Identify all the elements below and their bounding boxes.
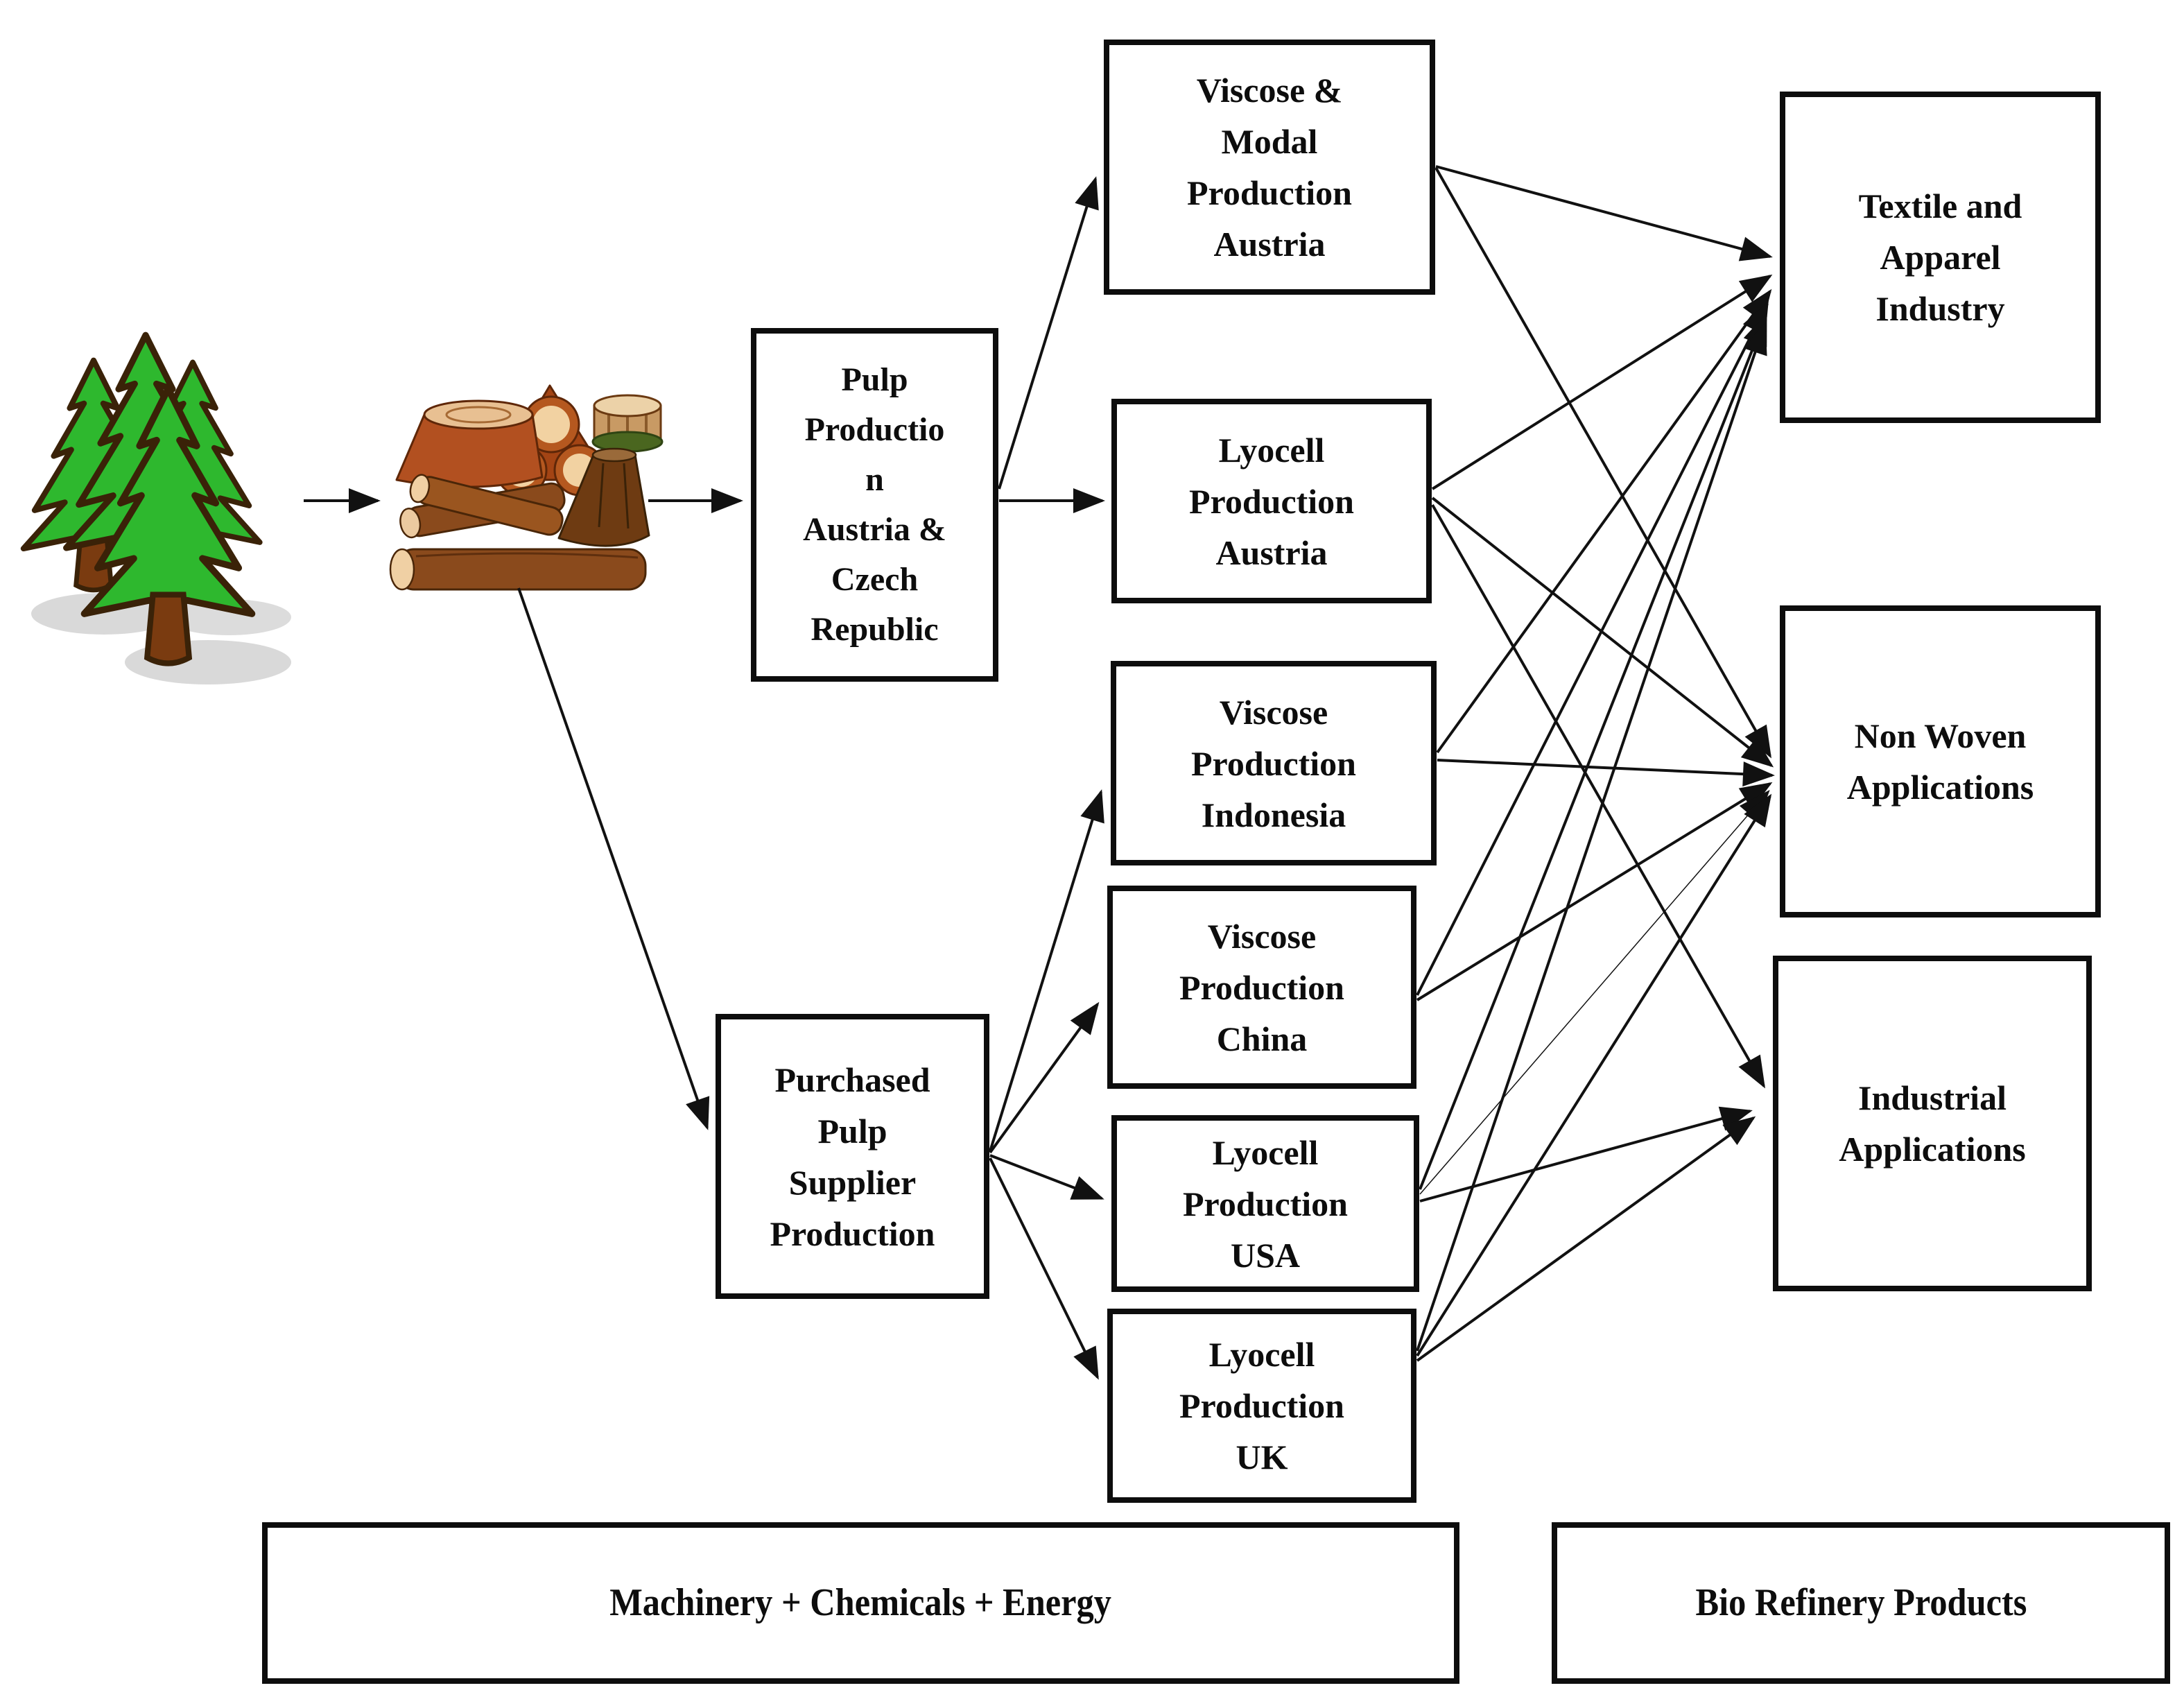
node-lyocell-production-usa: Lyocell Production USA	[1111, 1115, 1419, 1292]
crossed-logs	[399, 474, 566, 539]
node-industrial-applications: Industrial Applications	[1773, 956, 2092, 1291]
node-label: Industrial Applications	[1839, 1078, 2026, 1169]
connector-lyocell_austria-to-industrial	[1431, 504, 1765, 1089]
node-label: Viscose Production Indonesia	[1191, 692, 1356, 834]
node-label: Pulp Productio n Austria & Czech Republi…	[803, 361, 946, 648]
connector-viscose_china-to-textile_apparel	[1416, 301, 1769, 996]
cut-stump	[591, 394, 664, 453]
node-label: Lyocell Production Austria	[1189, 430, 1354, 572]
node-lyocell-production-uk: Lyocell Production UK	[1107, 1309, 1416, 1503]
forest-trees-icon	[24, 335, 291, 684]
long-log	[389, 548, 647, 591]
node-label: Viscose Production China	[1179, 916, 1344, 1058]
node-label: Machinery + Chemicals + Energy	[609, 1580, 1112, 1624]
connector-lyocell_usa-to-industrial	[1419, 1106, 1753, 1203]
wood-logs-icon	[389, 384, 664, 591]
connector-lyocell_uk-to-industrial	[1416, 1116, 1756, 1362]
connector-wood-to-purchased_pulp	[517, 587, 710, 1130]
node-label: Purchased Pulp Supplier Production	[770, 1060, 935, 1253]
node-viscose-modal-production-austria: Viscose & Modal Production Austria	[1104, 40, 1435, 295]
rooted-stump	[395, 399, 544, 488]
connector-lyocell_uk-to-non_woven	[1416, 793, 1772, 1357]
node-label: Lyocell Production USA	[1183, 1132, 1348, 1275]
node-label: Textile and Apparel Industry	[1858, 187, 2022, 328]
node-machinery-chemicals-energy: Machinery + Chemicals + Energy	[262, 1522, 1459, 1684]
node-label: Viscose & Modal Production Austria	[1187, 71, 1352, 264]
connector-lyocell_uk-to-textile_apparel	[1416, 322, 1767, 1352]
node-lyocell-production-austria: Lyocell Production Austria	[1111, 399, 1432, 603]
node-bio-refinery-products: Bio Refinery Products	[1552, 1522, 2170, 1684]
connector-lyocell_austria-to-textile_apparel	[1431, 274, 1773, 490]
node-pulp-production-austria-czech: Pulp Productio n Austria & Czech Republi…	[751, 328, 998, 682]
node-viscose-production-indonesia: Viscose Production Indonesia	[1111, 661, 1437, 865]
connector-purchased_pulp-to-lyocell_usa	[989, 1154, 1104, 1200]
connector-purchased_pulp-to-viscose_indonesia	[989, 789, 1104, 1152]
connector-pulp_production-to-viscose_modal_austria	[998, 176, 1099, 490]
node-textile-apparel-industry: Textile and Apparel Industry	[1780, 92, 2101, 423]
tree-shadow	[166, 599, 291, 635]
node-label: Non Woven Applications	[1846, 716, 2034, 807]
connector-purchased_pulp-to-lyocell_uk	[989, 1157, 1099, 1380]
connector-viscose_indonesia-to-textile_apparel	[1436, 288, 1772, 754]
connector-lyocell_usa-to-non_woven	[1419, 789, 1770, 1195]
node-non-woven-applications: Non Woven Applications	[1780, 605, 2101, 917]
connector-viscose_china-to-non_woven	[1416, 782, 1773, 1001]
connector-lyocell_usa-to-textile_apparel	[1419, 313, 1767, 1190]
connector-purchased_pulp-to-viscose_china	[989, 1001, 1100, 1154]
connector-viscose_indonesia-to-non_woven	[1437, 759, 1775, 787]
node-label: Bio Refinery Products	[1695, 1580, 2027, 1624]
node-viscose-production-china: Viscose Production China	[1107, 886, 1416, 1089]
tall-stump	[557, 447, 650, 547]
connector-viscose_modal_austria-to-textile_apparel	[1435, 165, 1773, 261]
node-purchased-pulp-supplier-production: Purchased Pulp Supplier Production	[716, 1014, 989, 1299]
node-label: Lyocell Production UK	[1179, 1335, 1344, 1476]
connector-viscose_modal_austria-to-non_woven	[1435, 167, 1771, 759]
